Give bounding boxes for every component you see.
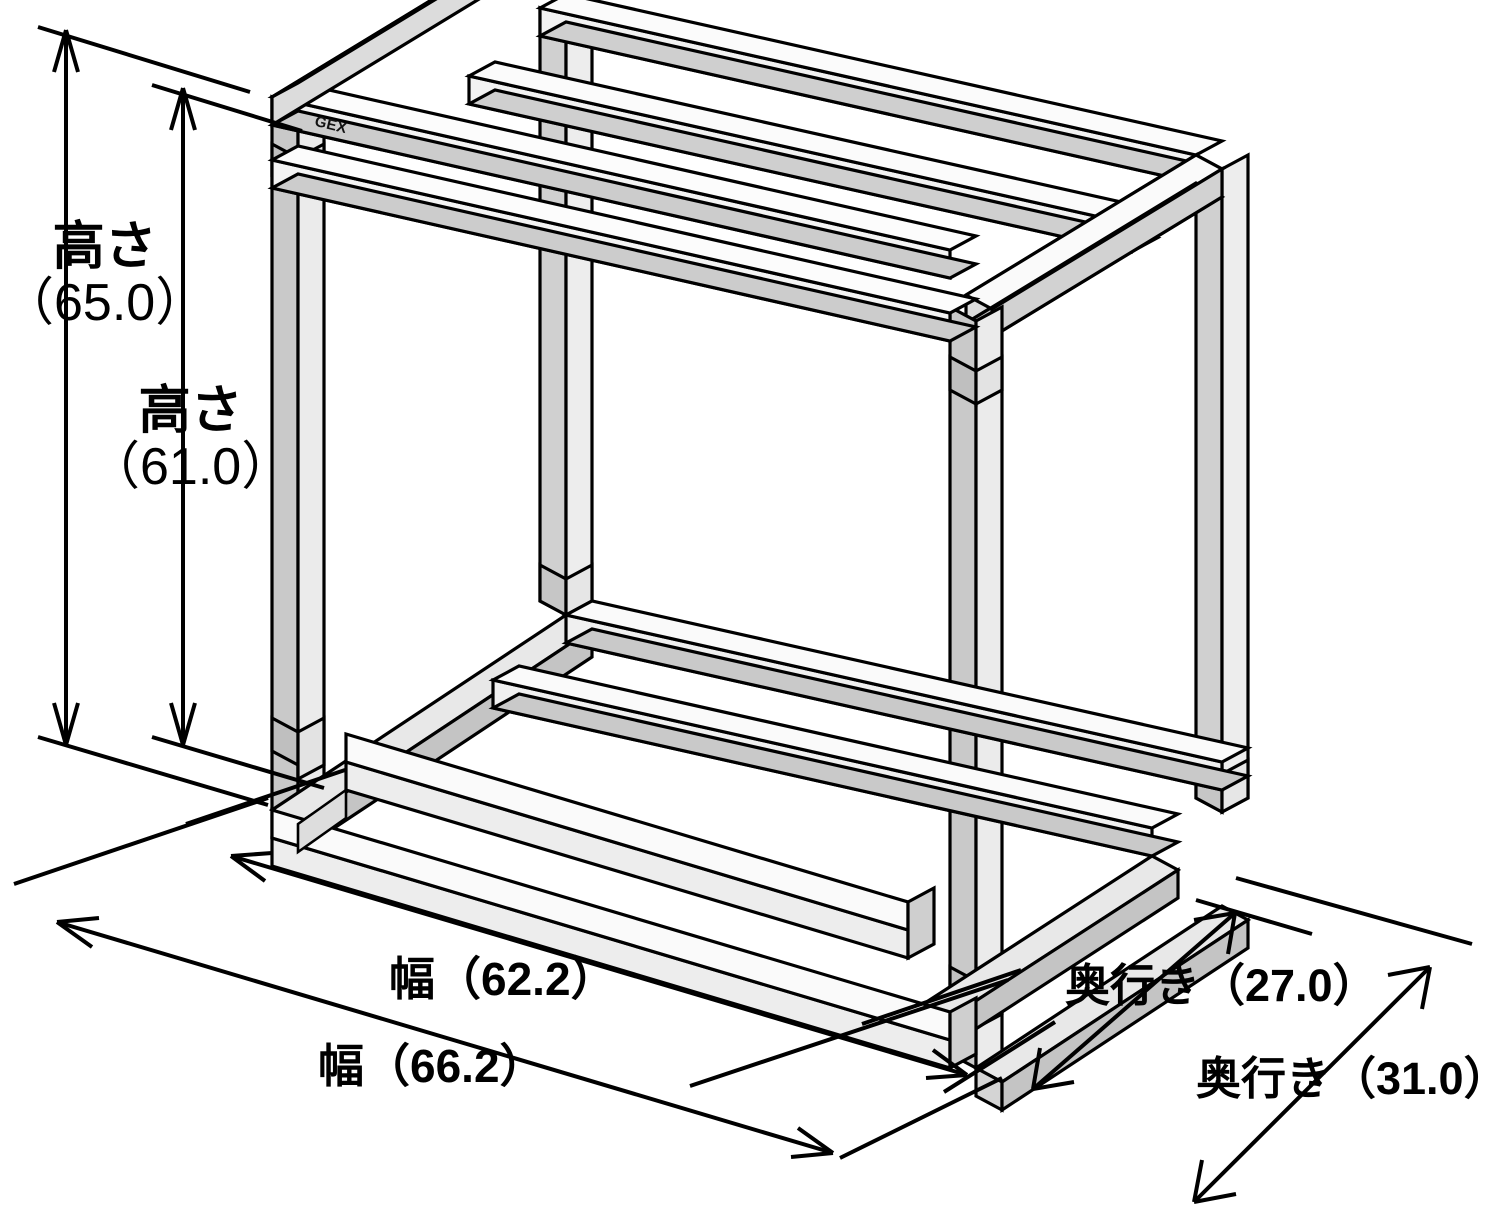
rail-top-right-side bbox=[962, 152, 1226, 340]
rail-bottom-front-inner bbox=[344, 731, 936, 961]
dim-height-outer bbox=[37, 25, 269, 807]
rail-top-front bbox=[267, 81, 981, 281]
rail-bottom-back bbox=[561, 599, 1253, 792]
dimension-lines bbox=[13, 25, 1473, 1204]
rail-bottom-back-inner bbox=[488, 664, 1183, 858]
dim-width-outer bbox=[13, 796, 1009, 1159]
connector-bottom-front-left bbox=[296, 787, 348, 855]
dim-height-inner bbox=[151, 83, 325, 790]
rail-top-left-side bbox=[270, 0, 481, 128]
rail-top-back-inner bbox=[464, 60, 1162, 254]
post-back-right bbox=[1194, 152, 1250, 815]
height-outer-word: 高さ bbox=[52, 218, 157, 276]
height-inner-word: 高さ bbox=[138, 382, 243, 440]
dimension-label-height-outer: 高さ （65.0） bbox=[2, 219, 207, 331]
dimension-label-width-outer: 幅（66.2） bbox=[318, 1040, 546, 1092]
dim-depth-inner bbox=[942, 898, 1313, 1094]
height-outer-value: （65.0） bbox=[2, 274, 208, 333]
rail-top-front-inner bbox=[267, 144, 981, 344]
height-inner-value: （61.0） bbox=[88, 438, 294, 497]
dimension-label-depth-outer: 奥行き（31.0） bbox=[1196, 1053, 1500, 1104]
dimension-label-depth-inner: 奥行き（27.0） bbox=[1065, 960, 1378, 1011]
dimension-label-height-inner: 高さ （61.0） bbox=[88, 383, 293, 495]
dim-depth-outer bbox=[839, 876, 1473, 1204]
dimension-label-width-inner: 幅（62.2） bbox=[389, 953, 617, 1005]
frame-assembly bbox=[267, 0, 1253, 1113]
